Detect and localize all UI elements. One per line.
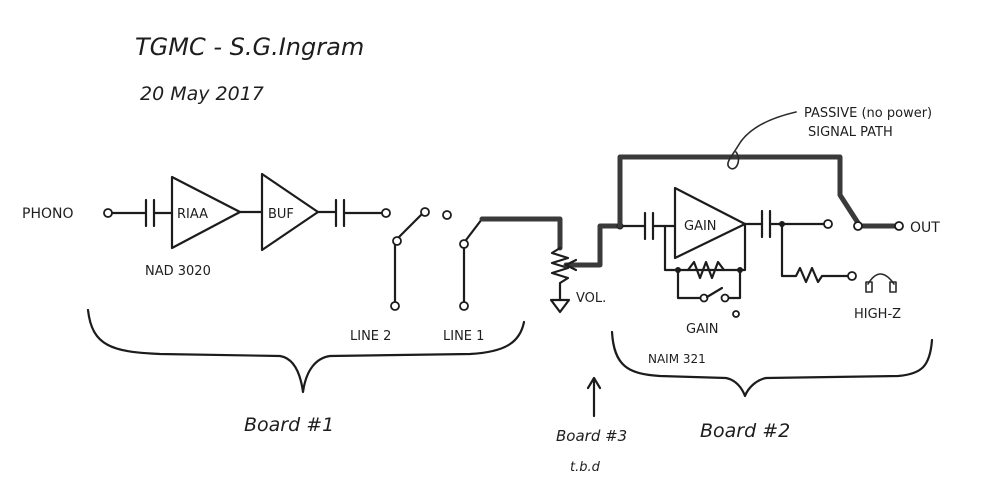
high-z-label: HIGH-Z bbox=[854, 307, 901, 322]
selector-phono-contact bbox=[381, 208, 391, 218]
board-2-label: Board #2 bbox=[700, 420, 790, 442]
gain-amplifier-block bbox=[673, 186, 747, 260]
riaa-amplifier-block bbox=[170, 175, 242, 250]
riaa-label: RIAA bbox=[177, 207, 208, 222]
input-selector-switch-a bbox=[390, 207, 430, 311]
phono-input-terminal bbox=[103, 208, 113, 218]
diagram-title: TGMC - S.G.Ingram bbox=[135, 33, 364, 61]
high-z-branch bbox=[780, 222, 857, 284]
board-3-label: Board #3 bbox=[556, 427, 627, 445]
board-1-label: Board #1 bbox=[244, 414, 334, 436]
naim-321-label: NAIM 321 bbox=[648, 352, 706, 366]
buf-label: BUF bbox=[268, 207, 294, 222]
volume-potentiometer bbox=[549, 223, 623, 314]
gain-output-capacitor bbox=[760, 209, 772, 239]
diagram-date: 20 May 2017 bbox=[140, 83, 264, 105]
board-1-brace bbox=[86, 308, 526, 394]
out-label: OUT bbox=[910, 220, 940, 236]
line-1-label: LINE 1 bbox=[443, 329, 484, 344]
output-selector-active-contact bbox=[823, 219, 833, 229]
gain-amp-label: GAIN bbox=[684, 219, 717, 234]
input-capacitor bbox=[144, 198, 156, 228]
headphones-icon bbox=[865, 273, 897, 293]
volume-label: VOL. bbox=[576, 291, 606, 306]
gain-switch-label: GAIN bbox=[686, 322, 719, 337]
passive-annotation-line-1: PASSIVE (no power) bbox=[804, 106, 932, 121]
gain-feedback-network bbox=[663, 222, 747, 318]
board-2-brace bbox=[610, 330, 934, 398]
passive-bypass-path bbox=[617, 154, 898, 229]
gain-input-capacitor bbox=[643, 211, 655, 241]
output-capacitor-board1 bbox=[334, 198, 346, 228]
annotation-leader-line bbox=[727, 111, 797, 170]
line-2-label: LINE 2 bbox=[350, 329, 391, 344]
input-selector-switch-b bbox=[442, 210, 563, 311]
passive-annotation-line-2: SIGNAL PATH bbox=[808, 125, 893, 140]
output-selector-bypass-contact bbox=[853, 221, 863, 231]
buffer-amplifier-block bbox=[260, 172, 320, 252]
nad-3020-label: NAD 3020 bbox=[145, 264, 211, 279]
board-3-arrow bbox=[586, 376, 602, 418]
out-terminal bbox=[894, 221, 904, 231]
phono-label: PHONO bbox=[22, 206, 73, 222]
board-3-note: t.b.d bbox=[570, 460, 601, 475]
